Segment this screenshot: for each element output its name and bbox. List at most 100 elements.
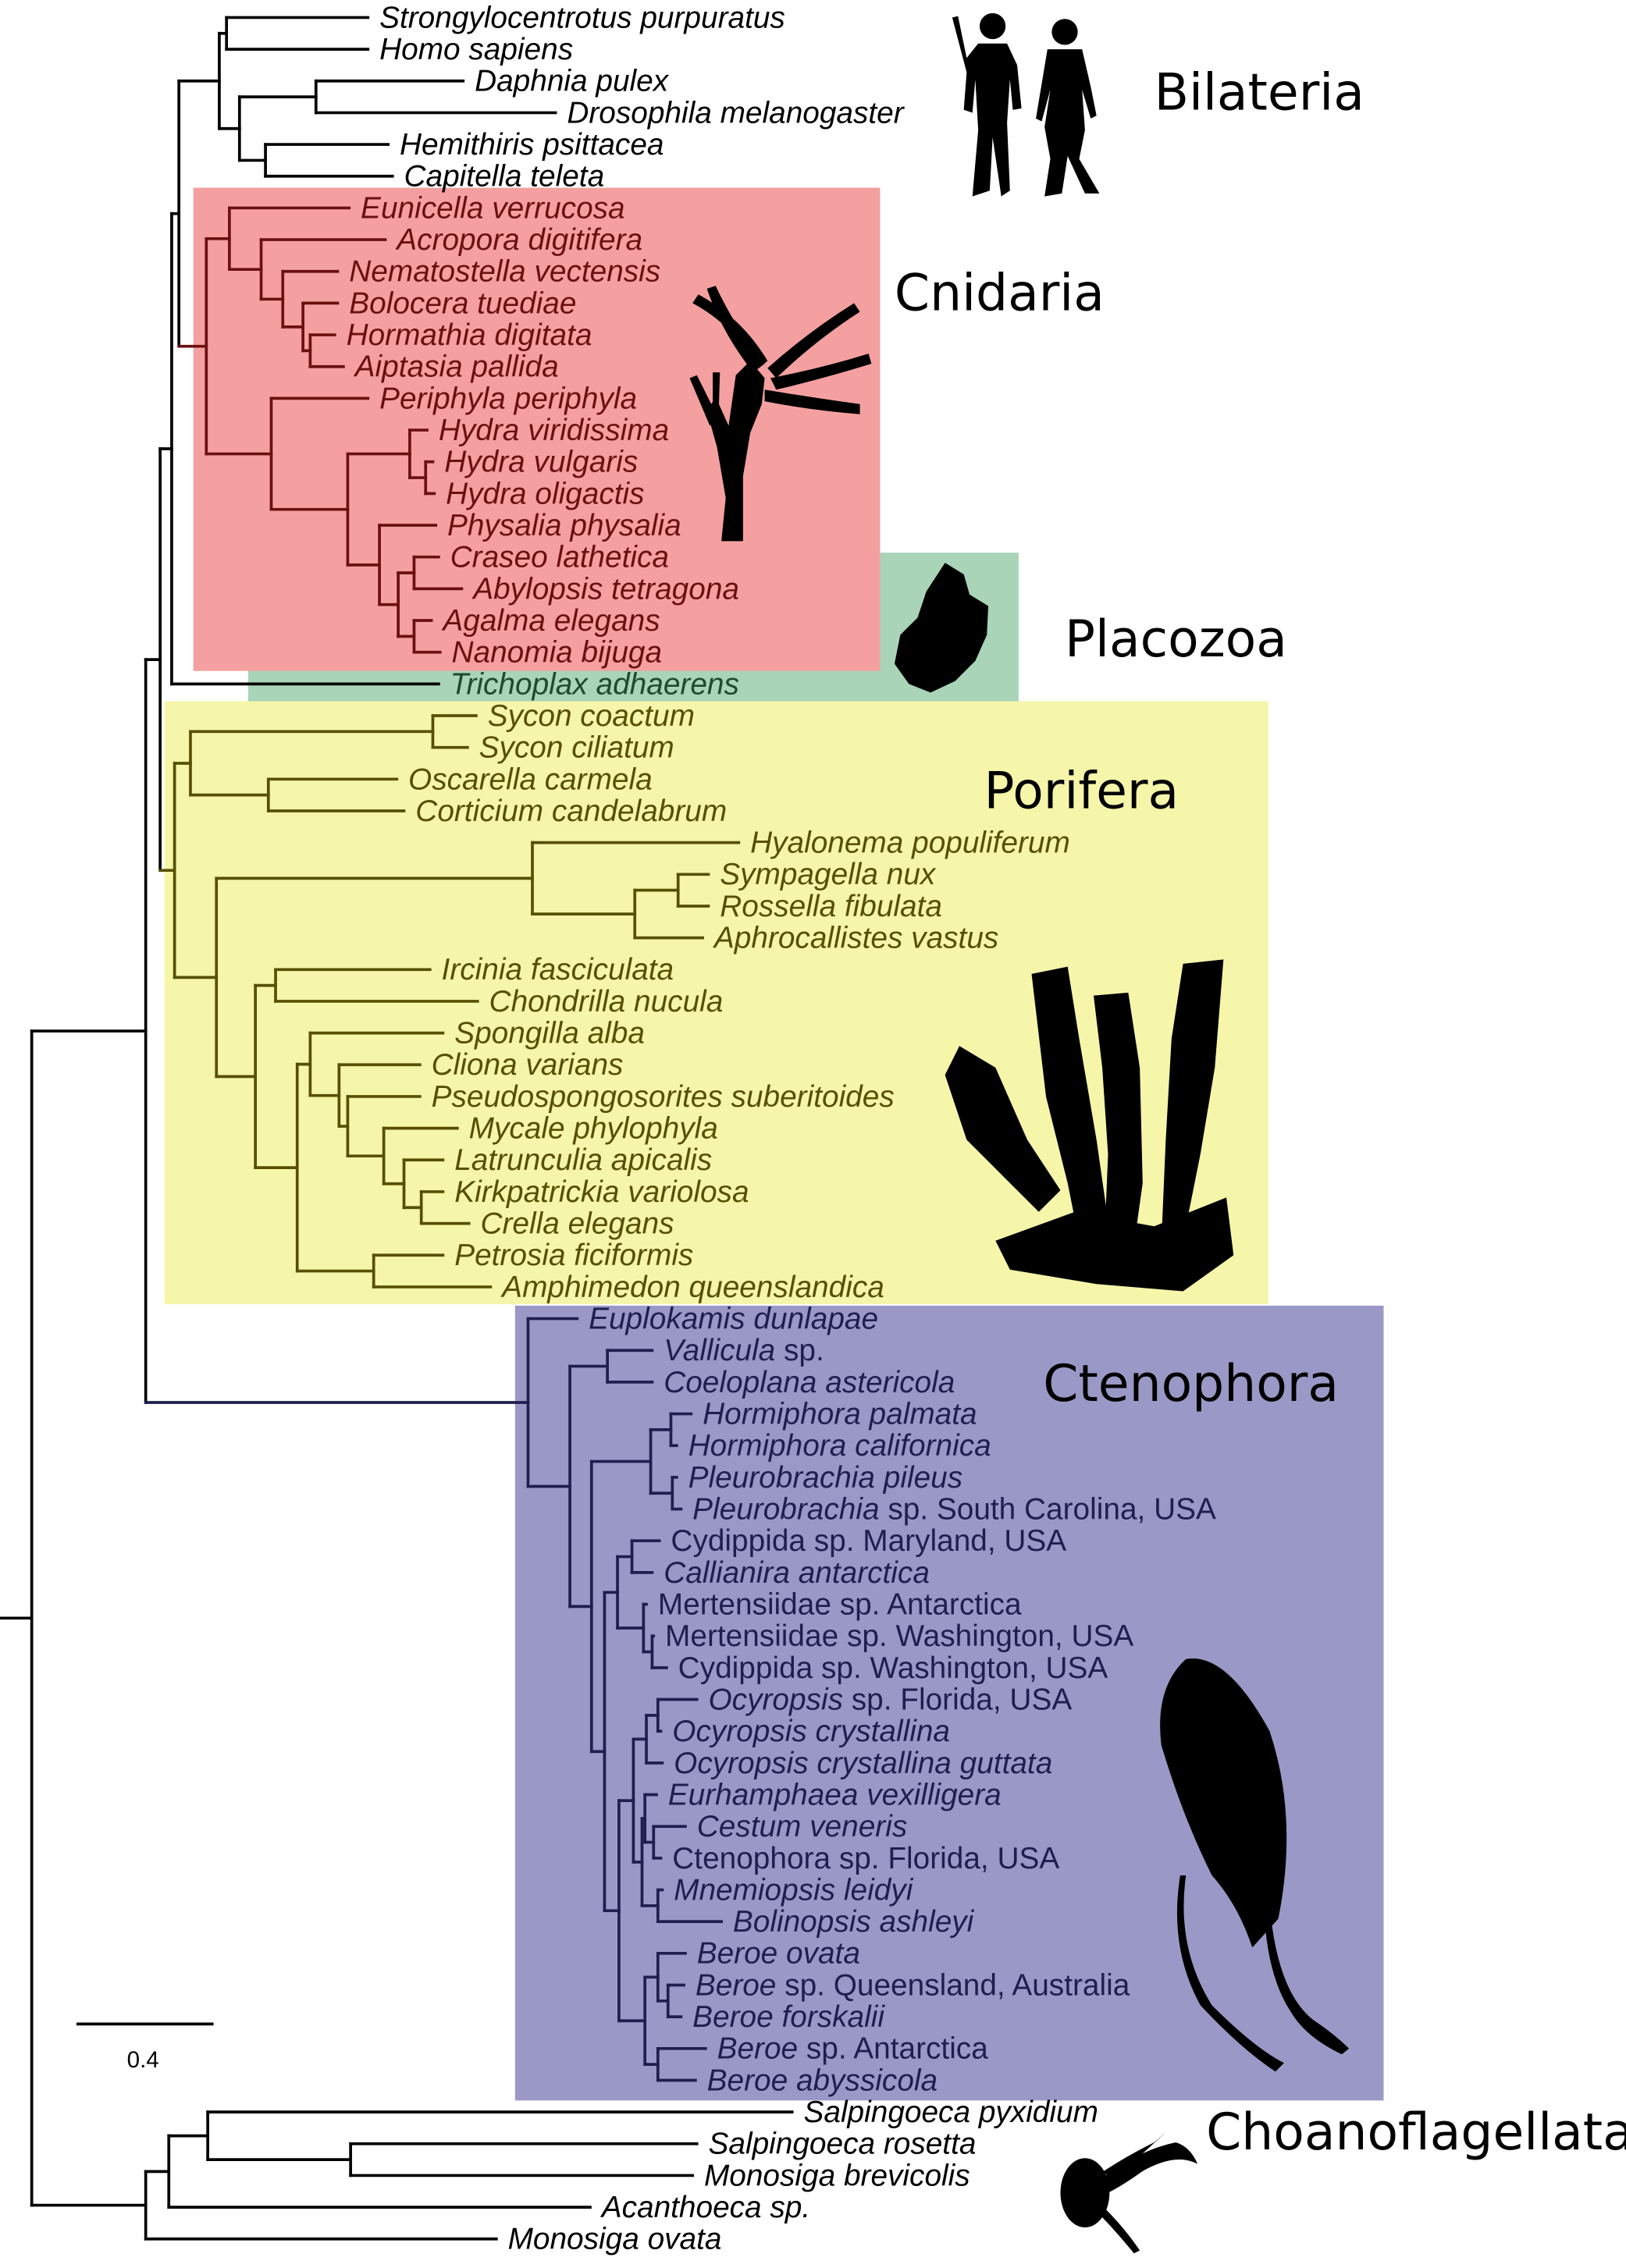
taxon-plain-name: Mertensiidae sp. Antarctica	[658, 1587, 1022, 1621]
taxon-label: Daphnia pulex	[475, 65, 670, 98]
taxon-label: Pleurobrachia pileus	[688, 1461, 963, 1495]
taxon-italic-name: Abylopsis tetragona	[471, 572, 739, 606]
taxon-label: Corticium candelabrum	[415, 795, 727, 828]
taxon-label: Trichoplax adhaerens	[450, 667, 739, 701]
taxon-label: Hyalonema populiferum	[750, 827, 1070, 860]
taxon-italic-name: Salpingoeca rosetta	[709, 2128, 977, 2161]
taxon-italic-name: Hyalonema populiferum	[750, 827, 1070, 860]
taxon-label: Hydra vulgaris	[444, 446, 638, 479]
taxon-label: Callianira antarctica	[664, 1556, 930, 1590]
taxon-label: Vallicula sp.	[664, 1334, 824, 1367]
taxon-italic-name: Petrosia ficiformis	[454, 1239, 693, 1272]
taxon-italic-name: Pleurobrachia pileus	[688, 1461, 963, 1495]
clade-label-bilateria: Bilateria	[1155, 64, 1364, 123]
taxon-italic-name: Aphrocallistes vastus	[713, 922, 998, 955]
taxon-italic-name: Acanthoeca sp.	[600, 2191, 810, 2224]
taxon-plain-name: sp. Florida, USA	[843, 1683, 1072, 1716]
taxon-label: Physalia physalia	[447, 509, 681, 542]
taxon-italic-name: Bolinopsis ashleyi	[733, 1905, 975, 1939]
taxon-label: Periphyla periphyla	[379, 382, 637, 415]
taxon-label: Nematostella vectensis	[349, 255, 660, 289]
placozoa-silhouette-icon	[894, 563, 989, 693]
taxon-italic-name: Salpingoeca pyxidium	[803, 2096, 1098, 2129]
taxon-label: Agalma elegans	[441, 604, 660, 638]
taxon-label: Drosophila melanogaster	[567, 96, 905, 130]
taxon-italic-name: Eunicella verrucosa	[361, 191, 625, 225]
taxon-label: Oscarella carmela	[408, 763, 653, 796]
clade-label-choanoflagellata: Choanoflagellata	[1206, 2103, 1626, 2162]
taxon-plain-name: Cydippida sp. Washington, USA	[678, 1651, 1108, 1685]
taxon-italic-name: Periphyla periphyla	[379, 382, 637, 415]
taxon-label: Craseo lathetica	[450, 541, 669, 574]
taxon-label: Latrunculia apicalis	[454, 1143, 712, 1177]
taxon-italic-name: Acropora digitifera	[395, 223, 642, 257]
taxon-label: Cydippida sp. Maryland, USA	[671, 1524, 1066, 1558]
taxon-label: Salpingoeca pyxidium	[803, 2096, 1098, 2129]
taxon-label: Ocyropsis sp. Florida, USA	[709, 1683, 1073, 1716]
taxon-label: Acropora digitifera	[395, 223, 642, 257]
taxon-label: Pseudospongosorites suberitoides	[432, 1080, 895, 1114]
taxon-plain-name: sp.	[775, 1334, 824, 1367]
taxon-italic-name: Pseudospongosorites suberitoides	[432, 1080, 895, 1114]
taxon-label: Mnemiopsis leidyi	[674, 1873, 914, 1907]
taxon-label: Nanomia bijuga	[452, 636, 663, 670]
taxon-label: Salpingoeca rosetta	[709, 2128, 977, 2161]
taxon-plain-name: sp. Antarctica	[798, 2032, 988, 2066]
taxon-italic-name: Sympagella nux	[720, 858, 937, 891]
taxon-italic-name: Hormiphora californica	[688, 1429, 991, 1463]
taxon-italic-name: Pleurobrachia	[692, 1492, 879, 1526]
taxon-italic-name: Agalma elegans	[441, 604, 660, 638]
taxon-label: Spongilla alba	[454, 1017, 645, 1050]
taxon-italic-name: Beroe ovata	[697, 1937, 860, 1971]
taxon-italic-name: Hormathia digitata	[347, 318, 592, 352]
taxon-label: Ocyropsis crystallina	[672, 1715, 950, 1748]
taxon-label: Capitella teleta	[404, 160, 605, 194]
taxon-label: Euplokamis dunlapae	[589, 1303, 878, 1336]
taxon-label: Sympagella nux	[720, 858, 937, 891]
taxon-italic-name: Beroe	[717, 2032, 799, 2066]
taxon-label: Hemithiris psittacea	[400, 128, 664, 162]
taxon-label: Aphrocallistes vastus	[713, 922, 998, 955]
taxon-italic-name: Euplokamis dunlapae	[589, 1303, 878, 1336]
taxon-italic-name: Oscarella carmela	[408, 763, 653, 796]
taxon-italic-name: Kirkpatrickia variolosa	[454, 1175, 749, 1209]
silhouettes	[689, 12, 1350, 2254]
taxon-italic-name: Beroe	[696, 1968, 777, 2002]
taxon-plain-name: sp. South Carolina, USA	[880, 1492, 1216, 1526]
taxon-italic-name: Ocyropsis crystallina	[672, 1715, 950, 1748]
taxon-italic-name: Amphimedon queenslandica	[500, 1271, 884, 1304]
taxon-italic-name: Hemithiris psittacea	[400, 128, 664, 162]
taxon-label: Crella elegans	[480, 1207, 674, 1241]
taxon-plain-name: Ctenophora sp. Florida, USA	[672, 1842, 1059, 1875]
taxon-label: Bolinopsis ashleyi	[733, 1905, 975, 1939]
taxon-label: Hormathia digitata	[347, 318, 592, 352]
taxon-label: Chondrilla nucula	[489, 985, 724, 1018]
taxon-italic-name: Monosiga brevicolis	[704, 2159, 970, 2192]
taxon-italic-name: Cliona varians	[432, 1048, 624, 1082]
sponge-silhouette-icon	[945, 959, 1234, 1292]
taxon-label: Beroe sp. Antarctica	[717, 2032, 989, 2066]
taxon-label: Monosiga ovata	[508, 2223, 722, 2256]
ctenophore-silhouette-icon	[1160, 1658, 1350, 2072]
taxon-label: Mycale phylophyla	[469, 1112, 718, 1146]
taxon-italic-name: Daphnia pulex	[475, 65, 670, 98]
taxon-label: Mertensiidae sp. Antarctica	[658, 1587, 1022, 1621]
taxon-plain-name: Mertensiidae sp. Washington, USA	[665, 1619, 1133, 1653]
taxon-italic-name: Hydra oligactis	[446, 477, 644, 510]
taxon-label: Eunicella verrucosa	[361, 191, 625, 225]
human-silhouette-icon	[952, 12, 1100, 197]
taxon-italic-name: Beroe forskalii	[692, 2000, 885, 2034]
tree-branches	[0, 16, 794, 2241]
taxon-italic-name: Hydra vulgaris	[444, 446, 638, 479]
clade-label-ctenophora: Ctenophora	[1043, 1355, 1339, 1413]
taxon-label: Petrosia ficiformis	[454, 1239, 693, 1272]
taxon-italic-name: Vallicula	[664, 1334, 775, 1367]
taxon-italic-name: Chondrilla nucula	[489, 985, 724, 1018]
cnidaria-box	[193, 187, 881, 671]
taxon-italic-name: Corticium candelabrum	[415, 795, 727, 828]
taxon-italic-name: Spongilla alba	[454, 1017, 645, 1050]
taxon-italic-name: Physalia physalia	[447, 509, 681, 542]
choanoflagellate-silhouette-icon	[1060, 2132, 1198, 2254]
taxon-italic-name: Callianira antarctica	[664, 1556, 930, 1590]
